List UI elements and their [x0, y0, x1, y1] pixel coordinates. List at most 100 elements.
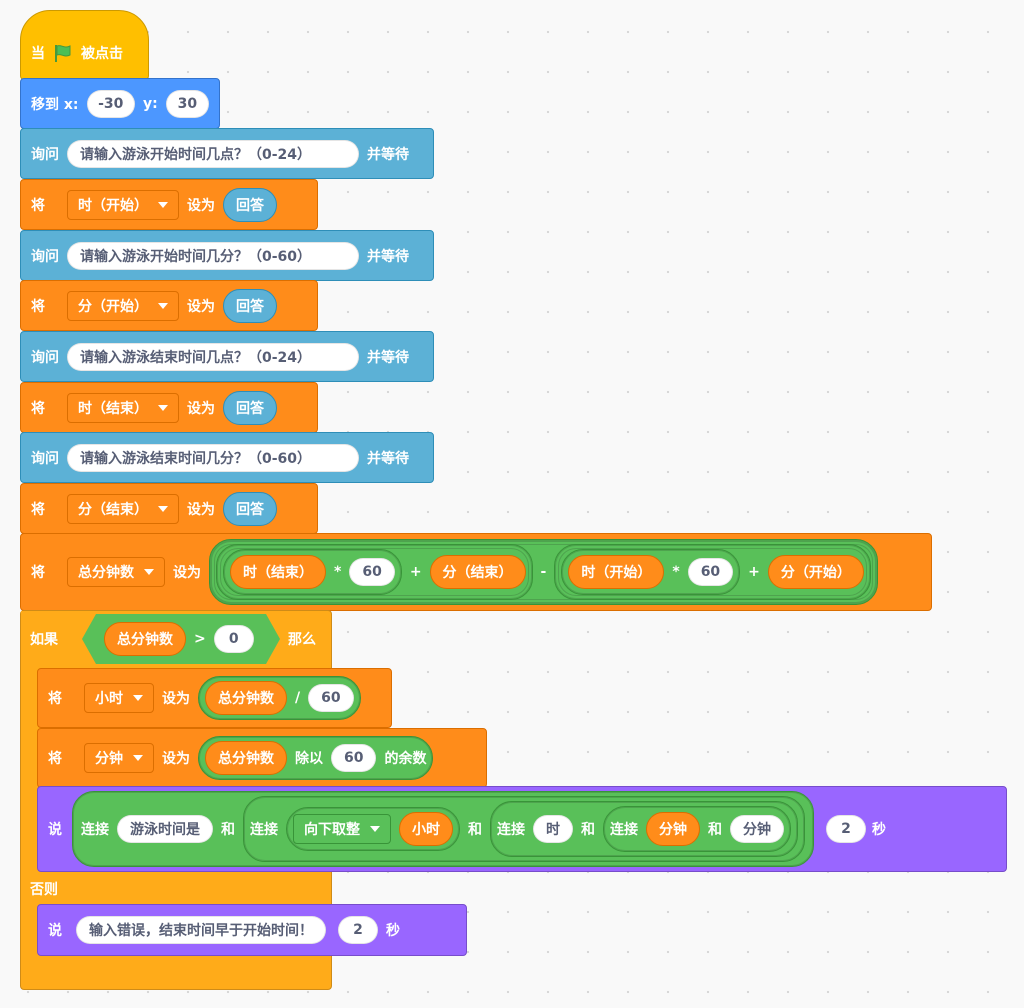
ask-block[interactable]: 询问 请输入游泳开始时间几分？（0-60） 并等待 [20, 230, 434, 281]
set-hours-block[interactable]: 将 小时 设为 总分钟数 / 60 [37, 668, 392, 728]
and-label: 和 [581, 822, 595, 838]
answer-reporter[interactable]: 回答 [223, 390, 277, 425]
join-operator[interactable]: 连接 分钟 和 分钟 [603, 806, 791, 852]
y-input[interactable]: 30 [165, 89, 209, 118]
variable-reporter[interactable]: 分钟 [646, 812, 700, 846]
answer-reporter[interactable]: 回答 [223, 288, 277, 323]
join-label: 连接 [610, 822, 638, 838]
chevron-down-icon [158, 404, 168, 411]
text-input[interactable]: 游泳时间是 [117, 815, 213, 843]
number-input[interactable]: 0 [214, 625, 254, 653]
set-label: 将 [31, 501, 45, 518]
when-flag-clicked-block[interactable]: 当 被点击 [20, 10, 149, 80]
seconds-input[interactable]: 2 [826, 815, 866, 843]
seconds-input[interactable]: 2 [338, 916, 378, 944]
variable-dropdown[interactable]: 分钟 [84, 743, 154, 773]
greater-than-operator[interactable]: 总分钟数 > 0 [82, 614, 280, 664]
goto-xy-block[interactable]: 移到 x: -30 y: 30 [20, 78, 220, 129]
join-label: 连接 [250, 822, 278, 838]
question-input[interactable]: 请输入游泳开始时间几分？（0-60） [67, 241, 359, 270]
number-input[interactable]: 60 [331, 744, 377, 772]
set-variable-block[interactable]: 将 分（结束） 设为 回答 [20, 483, 318, 534]
say-for-secs-block[interactable]: 说 连接 游泳时间是 和 连接 向下取整 小时 和 连接 时 和 连接 分钟 和… [37, 786, 1007, 872]
set-label: 将 [48, 691, 62, 707]
multiply-operator[interactable]: 时（结束） * 60 [223, 549, 402, 595]
variable-reporter[interactable]: 时（开始） [568, 555, 665, 589]
then-label: 那么 [288, 632, 316, 648]
answer-reporter[interactable]: 回答 [223, 491, 277, 526]
subtract-operator[interactable]: 时（结束） * 60 + 分（结束） - 时（开始） * 60 + 分（开始） [209, 539, 878, 605]
variable-name: 小时 [95, 691, 123, 707]
mod-operator[interactable]: 总分钟数 除以 60 的余数 [198, 736, 434, 780]
ask-suffix: 并等待 [367, 349, 409, 366]
add-operator[interactable]: 时（开始） * 60 + 分（开始） [554, 544, 871, 600]
question-input[interactable]: 请输入游泳结束时间几点？（0-24） [67, 342, 359, 371]
variable-dropdown[interactable]: 时（开始） [67, 189, 179, 220]
ask-suffix: 并等待 [367, 450, 409, 467]
variable-reporter[interactable]: 总分钟数 [104, 622, 186, 656]
set-to-label: 设为 [187, 400, 215, 417]
and-label: 和 [468, 822, 482, 838]
ask-block[interactable]: 询问 请输入游泳结束时间几分？（0-60） 并等待 [20, 432, 434, 483]
set-variable-block[interactable]: 将 分（开始） 设为 回答 [20, 280, 318, 331]
ask-label: 询问 [31, 146, 59, 163]
divide-operator[interactable]: 总分钟数 / 60 [198, 676, 361, 720]
greater-sign: > [194, 631, 206, 647]
join-label: 连接 [497, 822, 525, 838]
variable-reporter[interactable]: 分（开始） [767, 555, 864, 589]
variable-dropdown[interactable]: 总分钟数 [67, 557, 165, 587]
plus-sign: + [748, 564, 760, 580]
math-function-dropdown[interactable]: 向下取整 [293, 814, 391, 844]
variable-dropdown[interactable]: 分（结束） [67, 493, 179, 524]
set-label: 将 [48, 751, 62, 767]
text-input[interactable]: 输入错误，结束时间早于开始时间！ [76, 916, 326, 944]
variable-reporter[interactable]: 小时 [399, 812, 453, 846]
variable-dropdown[interactable]: 分（开始） [67, 290, 179, 321]
say-for-secs-block[interactable]: 说 输入错误，结束时间早于开始时间！ 2 秒 [37, 904, 467, 956]
function-name: 向下取整 [304, 822, 360, 838]
floor-operator[interactable]: 向下取整 小时 [286, 807, 460, 851]
set-variable-block[interactable]: 将 时（开始） 设为 回答 [20, 179, 318, 230]
chevron-down-icon [370, 826, 380, 832]
else-label: 否则 [30, 882, 58, 898]
variable-reporter[interactable]: 总分钟数 [205, 741, 287, 775]
number-input[interactable]: 60 [349, 558, 395, 586]
ask-block[interactable]: 询问 请输入游泳开始时间几点？（0-24） 并等待 [20, 128, 434, 179]
multiply-operator[interactable]: 时（开始） * 60 [561, 549, 741, 595]
text-input[interactable]: 时 [533, 815, 573, 843]
variable-reporter[interactable]: 总分钟数 [205, 681, 287, 715]
set-total-minutes-block[interactable]: 将 总分钟数 设为 时（结束） * 60 + 分（结束） - 时（开始） * 6… [20, 533, 932, 611]
chevron-down-icon [158, 302, 168, 309]
ask-suffix: 并等待 [367, 146, 409, 163]
set-to-label: 设为 [187, 298, 215, 315]
variable-reporter[interactable]: 分（结束） [429, 555, 526, 589]
join-operator[interactable]: 连接 游泳时间是 和 连接 向下取整 小时 和 连接 时 和 连接 分钟 和 分… [72, 791, 814, 867]
x-input[interactable]: -30 [86, 89, 135, 118]
set-label: 将 [31, 197, 45, 214]
set-variable-block[interactable]: 将 时（结束） 设为 回答 [20, 382, 318, 433]
set-to-label: 设为 [173, 565, 201, 581]
number-input[interactable]: 60 [308, 684, 354, 712]
multiply-sign: * [334, 564, 342, 580]
add-operator[interactable]: 时（结束） * 60 + 分（结束） [216, 544, 533, 600]
join-operator[interactable]: 连接 向下取整 小时 和 连接 时 和 连接 分钟 和 分钟 [243, 796, 805, 862]
variable-dropdown[interactable]: 时（结束） [67, 392, 179, 423]
ask-block[interactable]: 询问 请输入游泳结束时间几点？（0-24） 并等待 [20, 331, 434, 382]
set-minutes-block[interactable]: 将 分钟 设为 总分钟数 除以 60 的余数 [37, 728, 487, 788]
variable-dropdown[interactable]: 小时 [84, 683, 154, 713]
text-input[interactable]: 分钟 [730, 815, 784, 843]
variable-reporter[interactable]: 时（结束） [230, 555, 326, 589]
minus-sign: - [540, 564, 547, 580]
answer-reporter[interactable]: 回答 [223, 187, 277, 222]
ask-label: 询问 [31, 450, 59, 467]
variable-name: 时（开始） [78, 197, 148, 214]
question-input[interactable]: 请输入游泳开始时间几点？（0-24） [67, 139, 359, 168]
join-operator[interactable]: 连接 时 和 连接 分钟 和 分钟 [490, 801, 798, 857]
goto-label: 移到 x: [31, 96, 79, 113]
number-input[interactable]: 60 [687, 558, 734, 586]
and-label: 和 [221, 822, 235, 838]
variable-name: 分（结束） [78, 501, 148, 518]
variable-name: 总分钟数 [78, 565, 134, 581]
ask-label: 询问 [31, 349, 59, 366]
question-input[interactable]: 请输入游泳结束时间几分？（0-60） [67, 443, 359, 472]
